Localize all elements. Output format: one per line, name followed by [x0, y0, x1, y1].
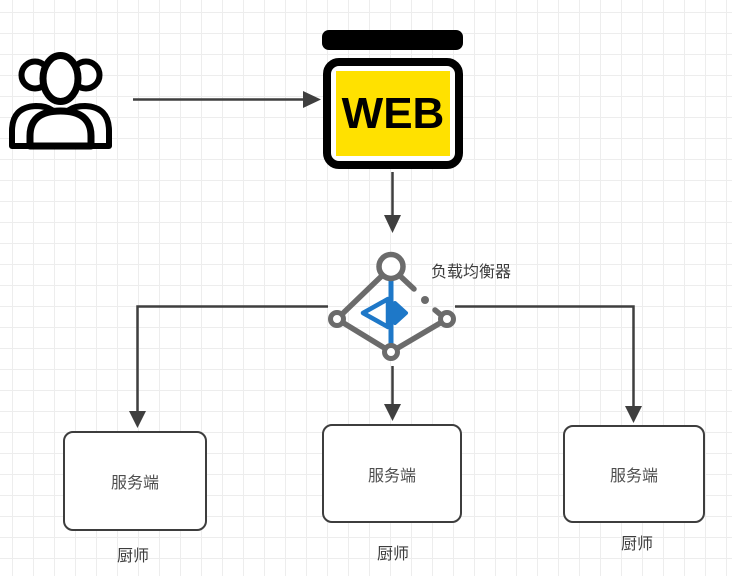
arrowhead [129, 411, 146, 428]
server-caption-3: 厨师 [620, 536, 653, 553]
server-caption-2: 厨师 [376, 546, 409, 563]
lb-arrow-left [360, 296, 391, 330]
server-node-label: 服务端 [367, 467, 416, 485]
edge-lb-to-server1[interactable] [129, 305, 328, 429]
load-balancer-icon[interactable] [328, 251, 456, 361]
server-caption-1: 厨师 [116, 548, 149, 565]
server-node-1[interactable]: 服务端 [63, 431, 207, 531]
arrowhead [625, 406, 642, 423]
server-node-label: 服务端 [609, 468, 658, 485]
server-node-2[interactable]: 服务端 [322, 424, 462, 523]
lb-arrow-right [393, 301, 408, 325]
arrowhead [384, 215, 401, 233]
web-node-label: WEB [341, 88, 445, 138]
edge-lb-to-server3[interactable] [455, 305, 642, 424]
arrowhead [384, 404, 401, 421]
edge-users-to-web[interactable] [133, 91, 321, 108]
edge-lb-to-server2[interactable] [384, 366, 401, 421]
edge-web-to-lb[interactable] [384, 172, 401, 233]
web-node[interactable]: WEB [323, 58, 463, 169]
web-node-screen: WEB [336, 71, 450, 156]
server-node-3[interactable]: 服务端 [563, 425, 705, 523]
web-node-titlebar [322, 30, 463, 50]
server-node-label: 服务端 [110, 475, 159, 492]
users-group-icon[interactable] [9, 52, 112, 150]
dashed-edge-dot [421, 296, 429, 304]
arrowhead [303, 91, 321, 108]
load-balancer-label: 负载均衡器 [431, 264, 512, 281]
